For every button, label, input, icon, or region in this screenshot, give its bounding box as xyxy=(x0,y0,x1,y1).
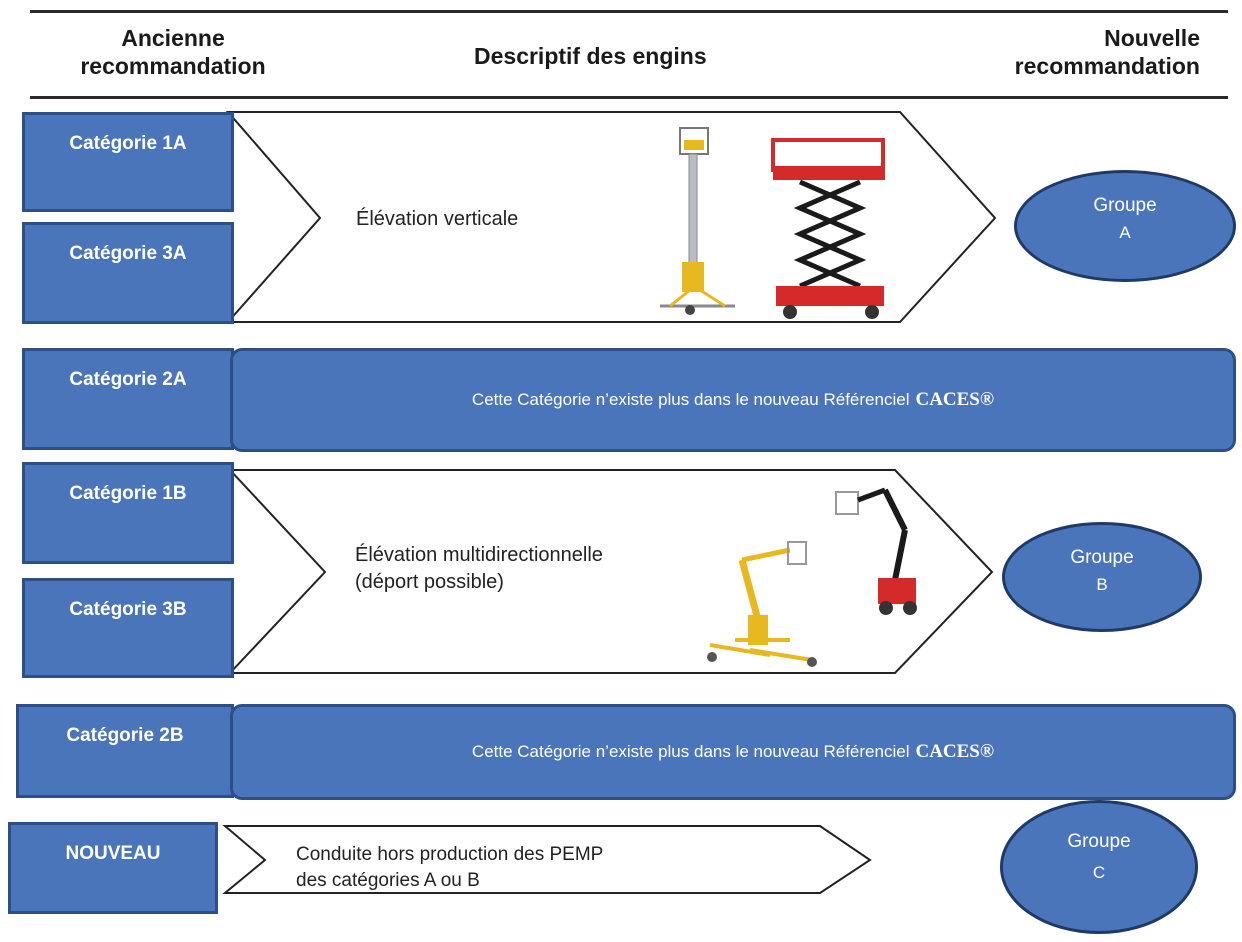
header-new-line1: Nouvelle xyxy=(1104,25,1200,51)
header-old-recommendation: Ancienne recommandation xyxy=(58,24,288,80)
desc-conduite-line1: Conduite hors production des PEMP xyxy=(296,844,604,865)
desc-vertical: Élévation verticale xyxy=(356,208,519,230)
header-old-line2: recommandation xyxy=(80,53,266,79)
desc-multi-line1: Élévation multidirectionnelle xyxy=(355,544,603,566)
group-c-word: Groupe xyxy=(1067,831,1131,852)
group-a-ellipse: Groupe A xyxy=(1014,170,1236,282)
group-b-ellipse: Groupe B xyxy=(1002,522,1202,632)
group-c-ellipse: Groupe C xyxy=(1000,800,1198,934)
category-3b-box: Catégorie 3B xyxy=(22,578,234,678)
group-c-letter: C xyxy=(1092,863,1106,882)
banner-2b-brand: CACES® xyxy=(915,741,995,762)
group-a-word: Groupe xyxy=(1093,195,1157,216)
header-top-rule xyxy=(30,10,1228,13)
banner-2b-text: Cette Catégorie n’existe plus dans le no… xyxy=(471,742,910,761)
banner-2b-removed: Cette Catégorie n’existe plus dans le no… xyxy=(230,704,1236,800)
header-new-recommendation: Nouvelle recommandation xyxy=(990,24,1200,80)
chevron-conduite xyxy=(222,825,872,894)
banner-2a-text: Cette Catégorie n’existe plus dans le no… xyxy=(471,390,910,409)
articulated-boom-icon xyxy=(835,487,917,615)
spider-lift-icon xyxy=(707,541,817,667)
desc-multidirectional: Élévation multidirectionnelle (déport po… xyxy=(355,542,603,596)
category-2b-box: Catégorie 2B xyxy=(16,704,234,798)
banner-2a-brand: CACES® xyxy=(915,389,995,410)
group-a-letter: A xyxy=(1119,223,1131,242)
desc-multi-line2: (déport possible) xyxy=(355,571,504,593)
nouveau-box: NOUVEAU xyxy=(8,822,218,914)
desc-conduite-line2: des catégories A ou B xyxy=(296,870,480,891)
chevron-multidirectional xyxy=(227,469,994,674)
scissor-lift-icon xyxy=(771,138,885,319)
header-bottom-rule xyxy=(30,96,1228,99)
header-old-line1: Ancienne xyxy=(121,25,225,51)
group-b-letter: B xyxy=(1096,575,1108,594)
category-1a-box: Catégorie 1A xyxy=(22,112,234,212)
category-2a-box: Catégorie 2A xyxy=(22,348,234,450)
category-3a-box: Catégorie 3A xyxy=(22,222,234,324)
category-1b-box: Catégorie 1B xyxy=(22,462,234,564)
header-new-line2: recommandation xyxy=(1014,53,1200,79)
desc-conduite: Conduite hors production des PEMP des ca… xyxy=(296,842,603,894)
group-b-word: Groupe xyxy=(1070,547,1134,568)
banner-2a-removed: Cette Catégorie n’existe plus dans le no… xyxy=(230,348,1236,452)
mast-lift-icon xyxy=(660,127,735,315)
chevron-vertical xyxy=(225,111,997,323)
header-description: Descriptif des engins xyxy=(474,43,707,69)
